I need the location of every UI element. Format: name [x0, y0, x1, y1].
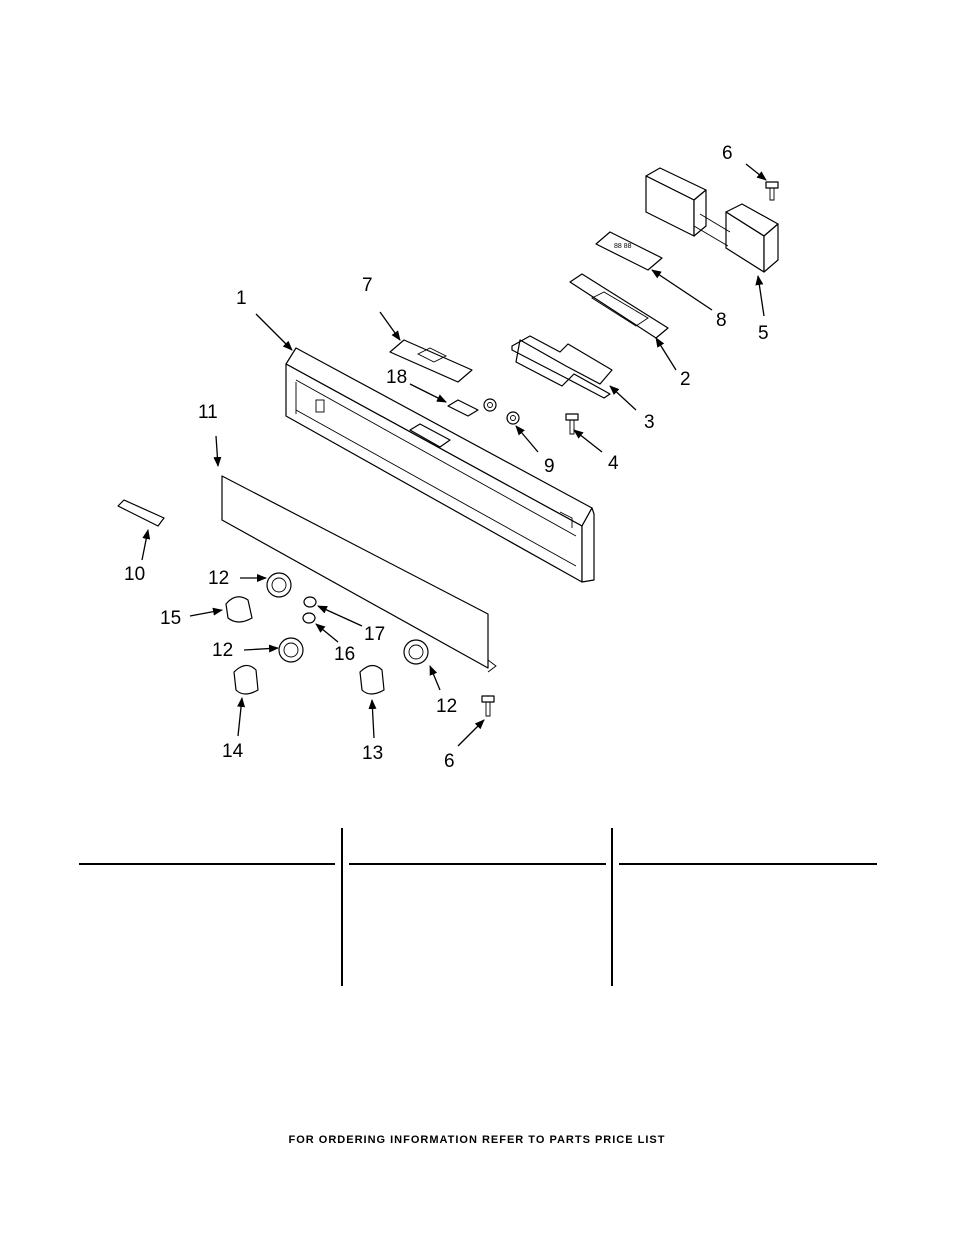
callout-14: 14: [222, 741, 244, 762]
key-rule-2: [349, 863, 606, 865]
key-divider-2: [611, 828, 613, 986]
callout-labels: 1 2 3 4 5 6 6 7 8 9 10 11 12 12 12 13 14…: [124, 143, 769, 772]
callout-11: 11: [198, 402, 218, 423]
key-rule-3: [619, 863, 877, 865]
footer-note: FOR ORDERING INFORMATION REFER TO PARTS …: [288, 1134, 666, 1146]
nut-parts: [483, 398, 520, 425]
callout-16: 16: [334, 644, 355, 665]
grommets: [302, 596, 317, 624]
callout-3: 3: [644, 412, 655, 433]
key-divider-1: [341, 828, 343, 986]
knob-bezels: [266, 572, 429, 665]
callout-9: 9: [544, 456, 555, 477]
callout-6-top: 6: [722, 143, 733, 164]
leader-lines: [141, 163, 767, 747]
backing-plate: [221, 475, 497, 673]
callout-4: 4: [608, 453, 619, 474]
callout-10: 10: [124, 564, 145, 585]
control-knobs: [225, 596, 385, 695]
callout-8: 8: [716, 310, 727, 331]
callout-2: 2: [680, 369, 691, 390]
mounting-frame: [569, 273, 669, 339]
small-label: [447, 399, 479, 417]
key-rule-1: [79, 863, 335, 865]
screw-parts: [481, 181, 779, 717]
svg-text:88 88: 88 88: [614, 243, 632, 250]
bracket: [511, 335, 613, 399]
control-panel-housing: [285, 347, 595, 583]
circuit-board: [595, 231, 663, 271]
callout-13: 13: [362, 743, 383, 764]
callout-12b: 12: [212, 640, 233, 661]
callout-7: 7: [362, 275, 373, 296]
logo-badge: [117, 499, 165, 527]
callout-15: 15: [160, 608, 181, 629]
callout-18: 18: [386, 367, 407, 388]
callout-17: 17: [364, 624, 385, 645]
exploded-parts-diagram: 88 88: [117, 143, 779, 772]
callout-1: 1: [236, 288, 247, 309]
callout-5: 5: [758, 323, 769, 344]
callout-12a: 12: [208, 568, 229, 589]
parts-key-table: [0, 820, 954, 1000]
valve-switch-assembly: [645, 167, 779, 273]
callout-6-bottom: 6: [444, 751, 455, 772]
callout-12c: 12: [436, 696, 457, 717]
